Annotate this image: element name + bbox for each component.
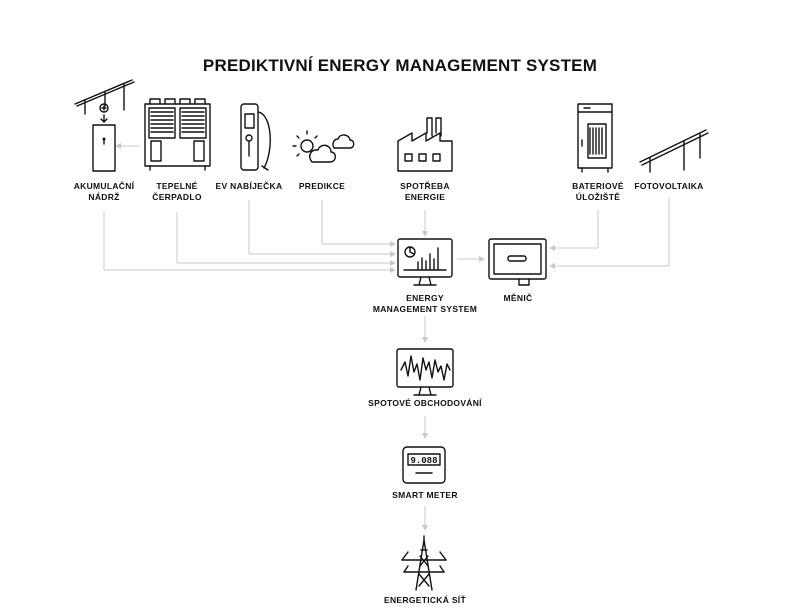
tank-icon xyxy=(74,79,135,172)
spot-trading-icon xyxy=(396,348,454,396)
pv-label: FOTOVOLTAIKA xyxy=(634,181,704,191)
inverter-icon xyxy=(488,238,547,286)
battery-label: BATERIOVÉ ÚLOŽIŠTĚ xyxy=(572,181,624,202)
heat-pump-label: TEPELNÉ ČERPADLO xyxy=(152,181,202,202)
smart-meter-icon: 9.088 xyxy=(402,446,446,484)
heat-pump-icon xyxy=(144,98,211,171)
smart-meter-label: SMART METER xyxy=(392,490,458,500)
grid-label: ENERGETICKÁ SÍŤ xyxy=(384,595,466,605)
factory-icon xyxy=(397,117,453,172)
ems-monitor-icon xyxy=(397,238,453,286)
ev-charger-icon xyxy=(240,103,271,171)
consumption-label: SPOTŘEBA ENERGIE xyxy=(400,181,450,202)
connectors xyxy=(103,143,670,531)
forecast-icon xyxy=(292,130,355,163)
diagram-title: PREDIKTIVNÍ ENERGY MANAGEMENT SYSTEM xyxy=(202,56,598,75)
inverter-label: MĚNIČ xyxy=(503,293,533,303)
solar-panel-icon xyxy=(639,129,709,173)
ev-charger-label: EV NABÍJEČKA xyxy=(215,181,283,191)
battery-storage-icon xyxy=(577,103,613,173)
power-pylon-icon xyxy=(401,535,447,591)
spot-trading-label: SPOTOVÉ OBCHODOVÁNÍ xyxy=(368,398,482,408)
tank-label: AKUMULAČNÍ NÁDRŽ xyxy=(73,181,135,202)
meter-display-value: 9.088 xyxy=(410,456,437,466)
ems-label: ENERGY MANAGEMENT SYSTEM xyxy=(372,293,478,314)
forecast-label: PREDIKCE xyxy=(298,181,346,191)
